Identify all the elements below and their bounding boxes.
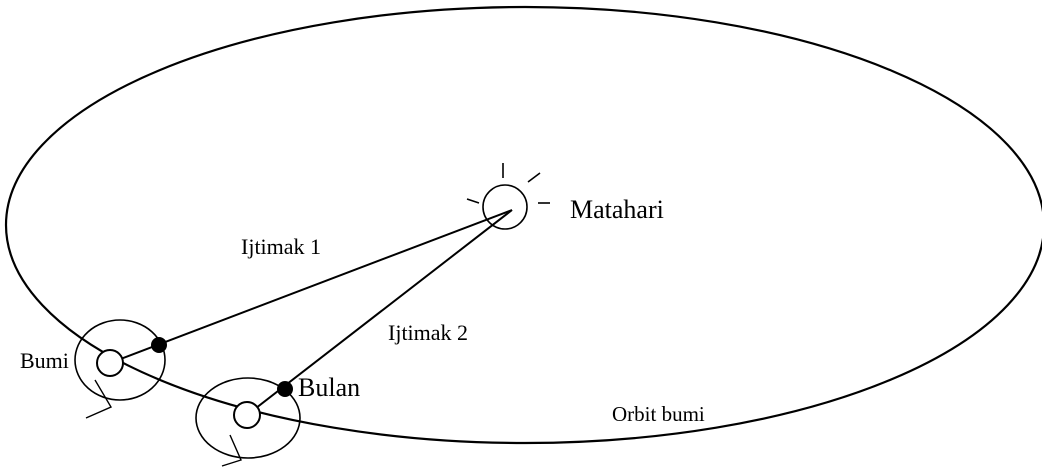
earth-label: Bumi bbox=[20, 348, 69, 373]
earth-position-2 bbox=[195, 377, 301, 467]
moon-label: Bulan bbox=[298, 373, 361, 402]
conjunction-1-line bbox=[109, 209, 513, 364]
moon-dot bbox=[151, 337, 167, 353]
earth-circle bbox=[233, 401, 261, 429]
rotation-marker bbox=[85, 379, 113, 419]
earth-orbit-label: Orbit bumi bbox=[612, 402, 705, 426]
conjunction-1-label: Ijtimak 1 bbox=[241, 234, 322, 259]
earth-circle bbox=[96, 349, 124, 377]
earth-position-1 bbox=[74, 319, 167, 419]
sun-ray bbox=[527, 172, 541, 183]
earth-orbit-ellipse bbox=[5, 5, 1042, 445]
sun-label: Matahari bbox=[570, 195, 664, 224]
rotation-marker bbox=[221, 434, 242, 467]
conjunction-2-line bbox=[246, 209, 513, 416]
moon-dot bbox=[277, 381, 293, 397]
moon-orbit-ellipse bbox=[195, 377, 301, 459]
sun-circle bbox=[482, 184, 528, 230]
sun-icon bbox=[466, 163, 550, 230]
sun-ray bbox=[466, 198, 480, 204]
moon-orbit-ellipse bbox=[74, 319, 166, 401]
conjunction-2-label: Ijtimak 2 bbox=[388, 320, 469, 345]
